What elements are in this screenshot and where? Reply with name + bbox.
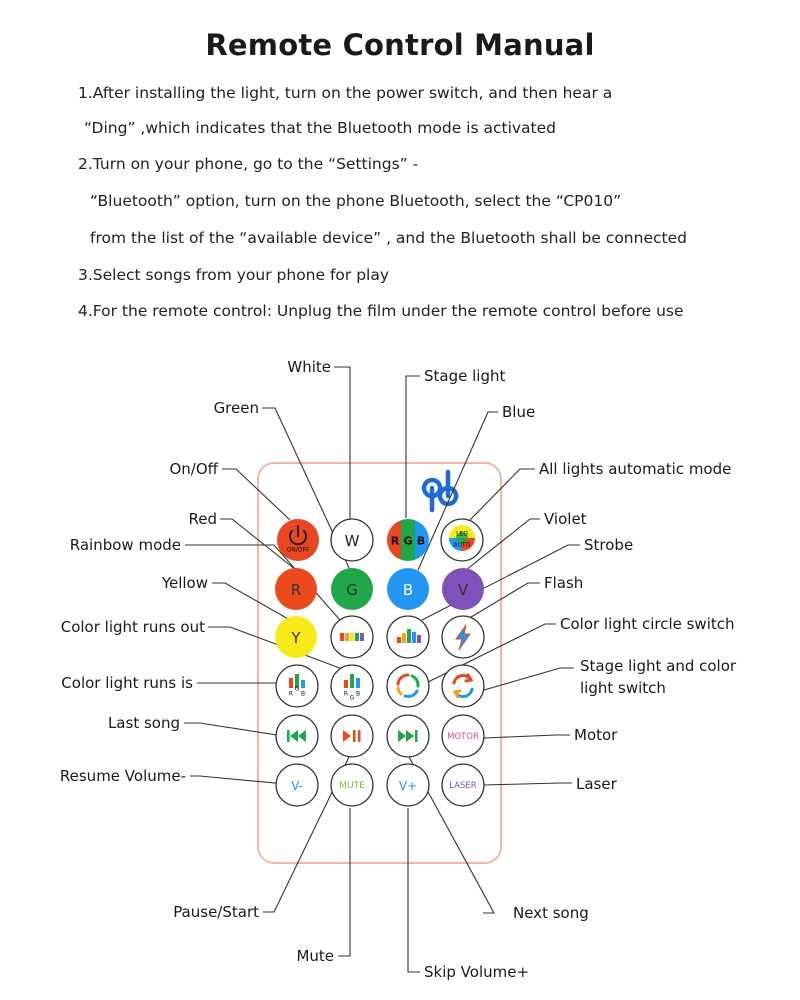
yellow-button-label: Y xyxy=(290,629,301,647)
label-runs-is: Color light runs is xyxy=(61,674,193,692)
runs-out-button[interactable]: R G B xyxy=(330,664,374,708)
label-flash: Flash xyxy=(544,574,583,592)
skip-forward-icon xyxy=(398,730,418,742)
step-2-line-2: “Bluetooth” option, turn on the phone Bl… xyxy=(90,192,622,210)
runs-is-button[interactable]: R G B xyxy=(275,664,319,708)
step-2-line-1: 2.Turn on your phone, go to the “Setting… xyxy=(78,155,419,173)
step-1-line-1: 1.After installing the light, turn on th… xyxy=(78,84,613,102)
runs-out-g: G xyxy=(350,695,355,702)
white-button[interactable]: W xyxy=(330,518,374,562)
dp-logo xyxy=(421,469,459,513)
volume-up-label: V+ xyxy=(399,779,417,793)
red-button-label: R xyxy=(291,581,301,599)
motor-button[interactable]: MOTOR xyxy=(441,714,485,758)
rainbow-bars-icon xyxy=(340,633,364,641)
play-pause-button[interactable] xyxy=(330,714,374,758)
red-button[interactable]: R xyxy=(275,568,317,610)
label-stage-color-1: Stage light and color xyxy=(580,657,737,675)
rgb-bars-icon xyxy=(344,674,360,688)
step-1-line-2: “Ding” ,which indicates that the Bluetoo… xyxy=(84,119,556,137)
label-stage-light: Stage light xyxy=(424,367,505,385)
lightning-icon xyxy=(455,624,471,651)
circle-switch-button[interactable] xyxy=(386,664,430,708)
step-2-line-3: from the list of the “available device” … xyxy=(90,229,687,247)
motor-button-label: MOTOR xyxy=(447,732,479,742)
mute-button-label: MUTE xyxy=(339,781,365,791)
auto-bottom-label: AUTO xyxy=(454,542,471,549)
power-button[interactable]: ON/OFF xyxy=(277,519,319,561)
label-white: White xyxy=(287,358,331,376)
blue-button[interactable]: B xyxy=(387,568,429,610)
rising-bars-icon xyxy=(397,629,421,643)
leader-lines xyxy=(184,366,580,973)
runs-is-r: R xyxy=(289,691,293,698)
runs-is-g: G xyxy=(295,686,300,693)
rainbow-mode-button[interactable] xyxy=(330,615,374,659)
label-circle-switch: Color light circle switch xyxy=(560,615,735,633)
stage-color-switch-button[interactable] xyxy=(441,664,485,708)
label-blue: Blue xyxy=(502,403,535,421)
label-mute: Mute xyxy=(296,947,334,965)
label-next-song: Next song xyxy=(513,904,589,922)
blue-button-label: B xyxy=(403,581,413,599)
label-stage-color-2: light switch xyxy=(580,679,666,697)
volume-down-label: V- xyxy=(291,779,303,793)
power-icon xyxy=(289,525,307,546)
rgb-bars-icon xyxy=(289,674,305,688)
page-title: Remote Control Manual xyxy=(205,28,595,62)
step-4: 4.For the remote control: Unplug the fil… xyxy=(78,302,684,320)
flash-button[interactable] xyxy=(441,615,485,659)
label-all-auto: All lights automatic mode xyxy=(539,460,731,478)
yellow-button[interactable]: Y xyxy=(275,616,317,658)
stage-b-letter: B xyxy=(417,535,425,548)
label-rainbow: Rainbow mode xyxy=(70,536,181,554)
white-button-label: W xyxy=(345,532,360,550)
remote-body xyxy=(257,462,502,864)
play-pause-icon xyxy=(343,730,361,742)
stage-r-letter: R xyxy=(391,535,400,548)
skip-back-icon xyxy=(287,730,306,742)
step-3: 3.Select songs from your phone for play xyxy=(78,266,390,284)
stage-rgb-button[interactable]: R G B xyxy=(387,519,429,561)
violet-button[interactable]: V xyxy=(442,568,484,610)
mute-button[interactable]: MUTE xyxy=(330,763,374,807)
last-song-button[interactable] xyxy=(275,714,319,758)
label-strobe: Strobe xyxy=(584,536,633,554)
label-last-song: Last song xyxy=(108,714,180,732)
stage-g-letter: G xyxy=(403,535,412,548)
label-resume-volume: Resume Volume- xyxy=(60,767,186,785)
volume-up-button[interactable]: V+ xyxy=(386,763,430,807)
swap-arrows-icon xyxy=(452,673,474,699)
strobe-button[interactable] xyxy=(386,615,430,659)
label-yellow: Yellow xyxy=(161,574,208,592)
cycle-arrows-icon xyxy=(396,673,420,698)
auto-mode-button[interactable]: LED AUTO xyxy=(440,518,484,562)
label-skip-volume: Skip Volume+ xyxy=(424,963,529,981)
label-runs-out: Color light runs out xyxy=(61,618,205,636)
power-sub-label: ON/OFF xyxy=(287,547,310,554)
laser-button[interactable]: LASER xyxy=(441,763,485,807)
label-pause-start: Pause/Start xyxy=(173,903,259,921)
laser-button-label: LASER xyxy=(449,781,477,791)
label-red: Red xyxy=(189,510,218,528)
green-button-label: G xyxy=(346,581,358,599)
runs-is-b: B xyxy=(301,691,305,698)
runs-out-r: R xyxy=(344,691,348,698)
label-violet: Violet xyxy=(544,510,587,528)
label-green: Green xyxy=(214,399,259,417)
volume-down-button[interactable]: V- xyxy=(275,763,319,807)
runs-out-b: B xyxy=(356,691,360,698)
green-button[interactable]: G xyxy=(331,568,373,610)
next-song-button[interactable] xyxy=(386,714,430,758)
auto-top-label: LED xyxy=(456,531,468,538)
label-on-off: On/Off xyxy=(169,460,218,478)
label-motor: Motor xyxy=(574,726,618,744)
label-laser: Laser xyxy=(576,775,618,793)
violet-button-label: V xyxy=(458,581,469,599)
